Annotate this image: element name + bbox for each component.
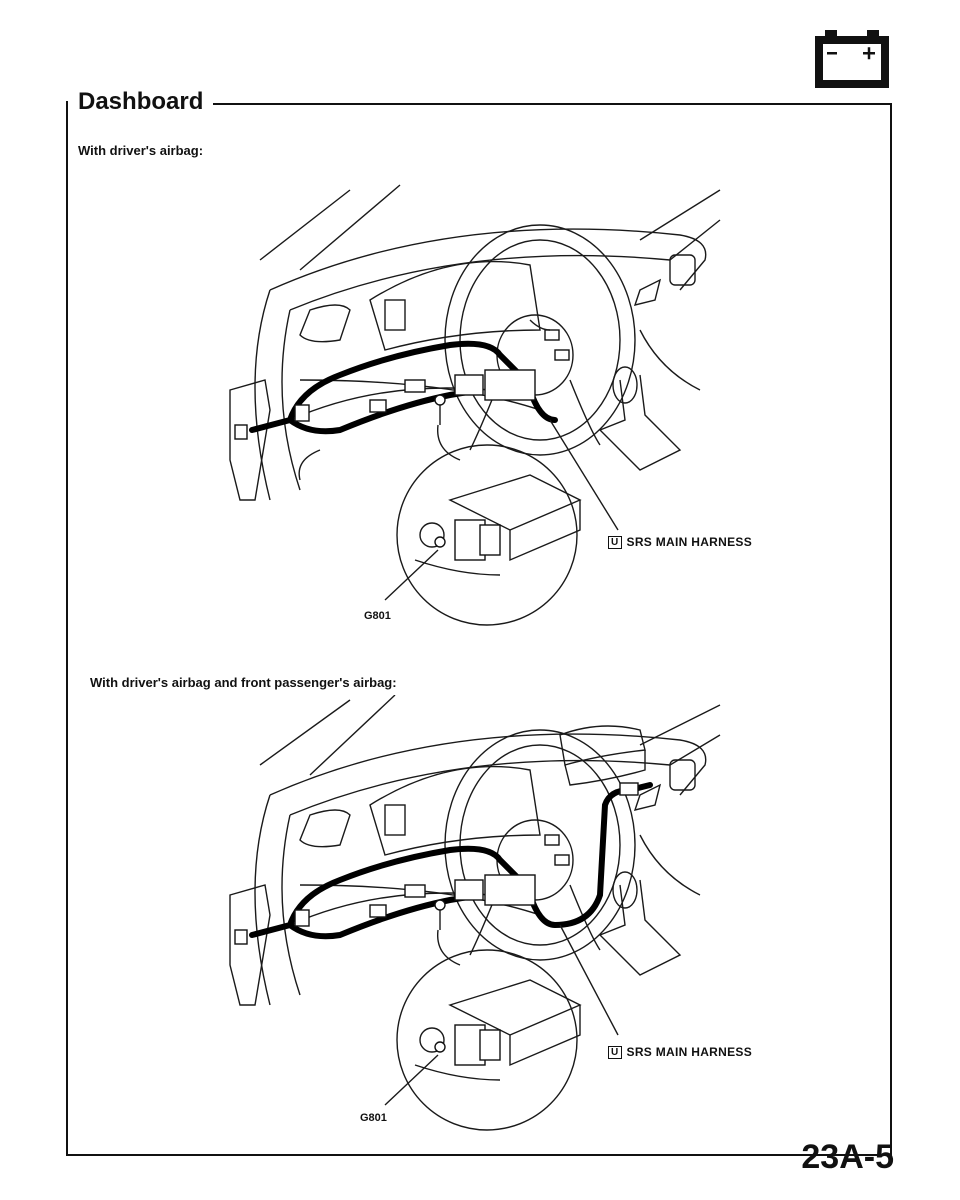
figure-1-label: With driver's airbag: [78, 143, 204, 158]
section-frame [66, 103, 892, 1156]
figure-1-harness-code: U [608, 536, 622, 549]
figure-2-dashboard-drawing [229, 695, 721, 1131]
figure-1-harness-callout: U SRS MAIN HARNESS [608, 535, 752, 549]
figure-1-ground-label: G801 [364, 610, 391, 622]
figure-1-harness-label: SRS MAIN HARNESS [626, 535, 753, 549]
battery-icon [815, 30, 889, 88]
figure-2-harness-callout: U SRS MAIN HARNESS [608, 1045, 752, 1059]
figure-2-harness-label: SRS MAIN HARNESS [626, 1045, 753, 1059]
page-number: 23A-5 [801, 1138, 894, 1176]
figure-2-harness-code: U [608, 1046, 622, 1059]
figure-2-ground-label: G801 [360, 1112, 387, 1124]
figure-2-label: With driver's airbag and front passenger… [90, 675, 397, 690]
section-title: Dashboard [68, 84, 214, 120]
figure-1-dashboard-drawing [229, 184, 721, 626]
